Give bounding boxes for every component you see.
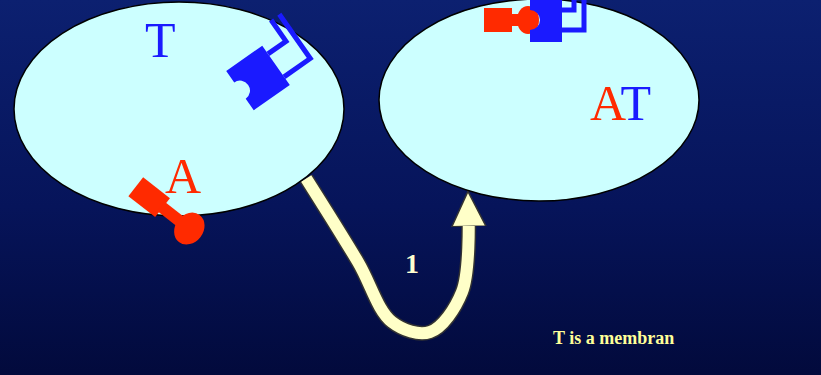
molecule-label: A [165, 151, 201, 201]
step-number: 1 [405, 248, 419, 280]
cell-circle: TA [13, 1, 345, 217]
note-text: T is a membran [553, 328, 674, 349]
cell-outline [378, 0, 700, 202]
molecule-label: AT [590, 78, 651, 128]
complex-symbol [484, 0, 584, 42]
curved-arrow [306, 178, 469, 333]
cell-circle: AT [378, 0, 700, 202]
molecule-label: T [145, 15, 176, 65]
receptor-symbol [217, 14, 316, 110]
connector-group [306, 178, 469, 333]
connector-outline [306, 178, 469, 333]
ligand-symbol [125, 173, 211, 250]
